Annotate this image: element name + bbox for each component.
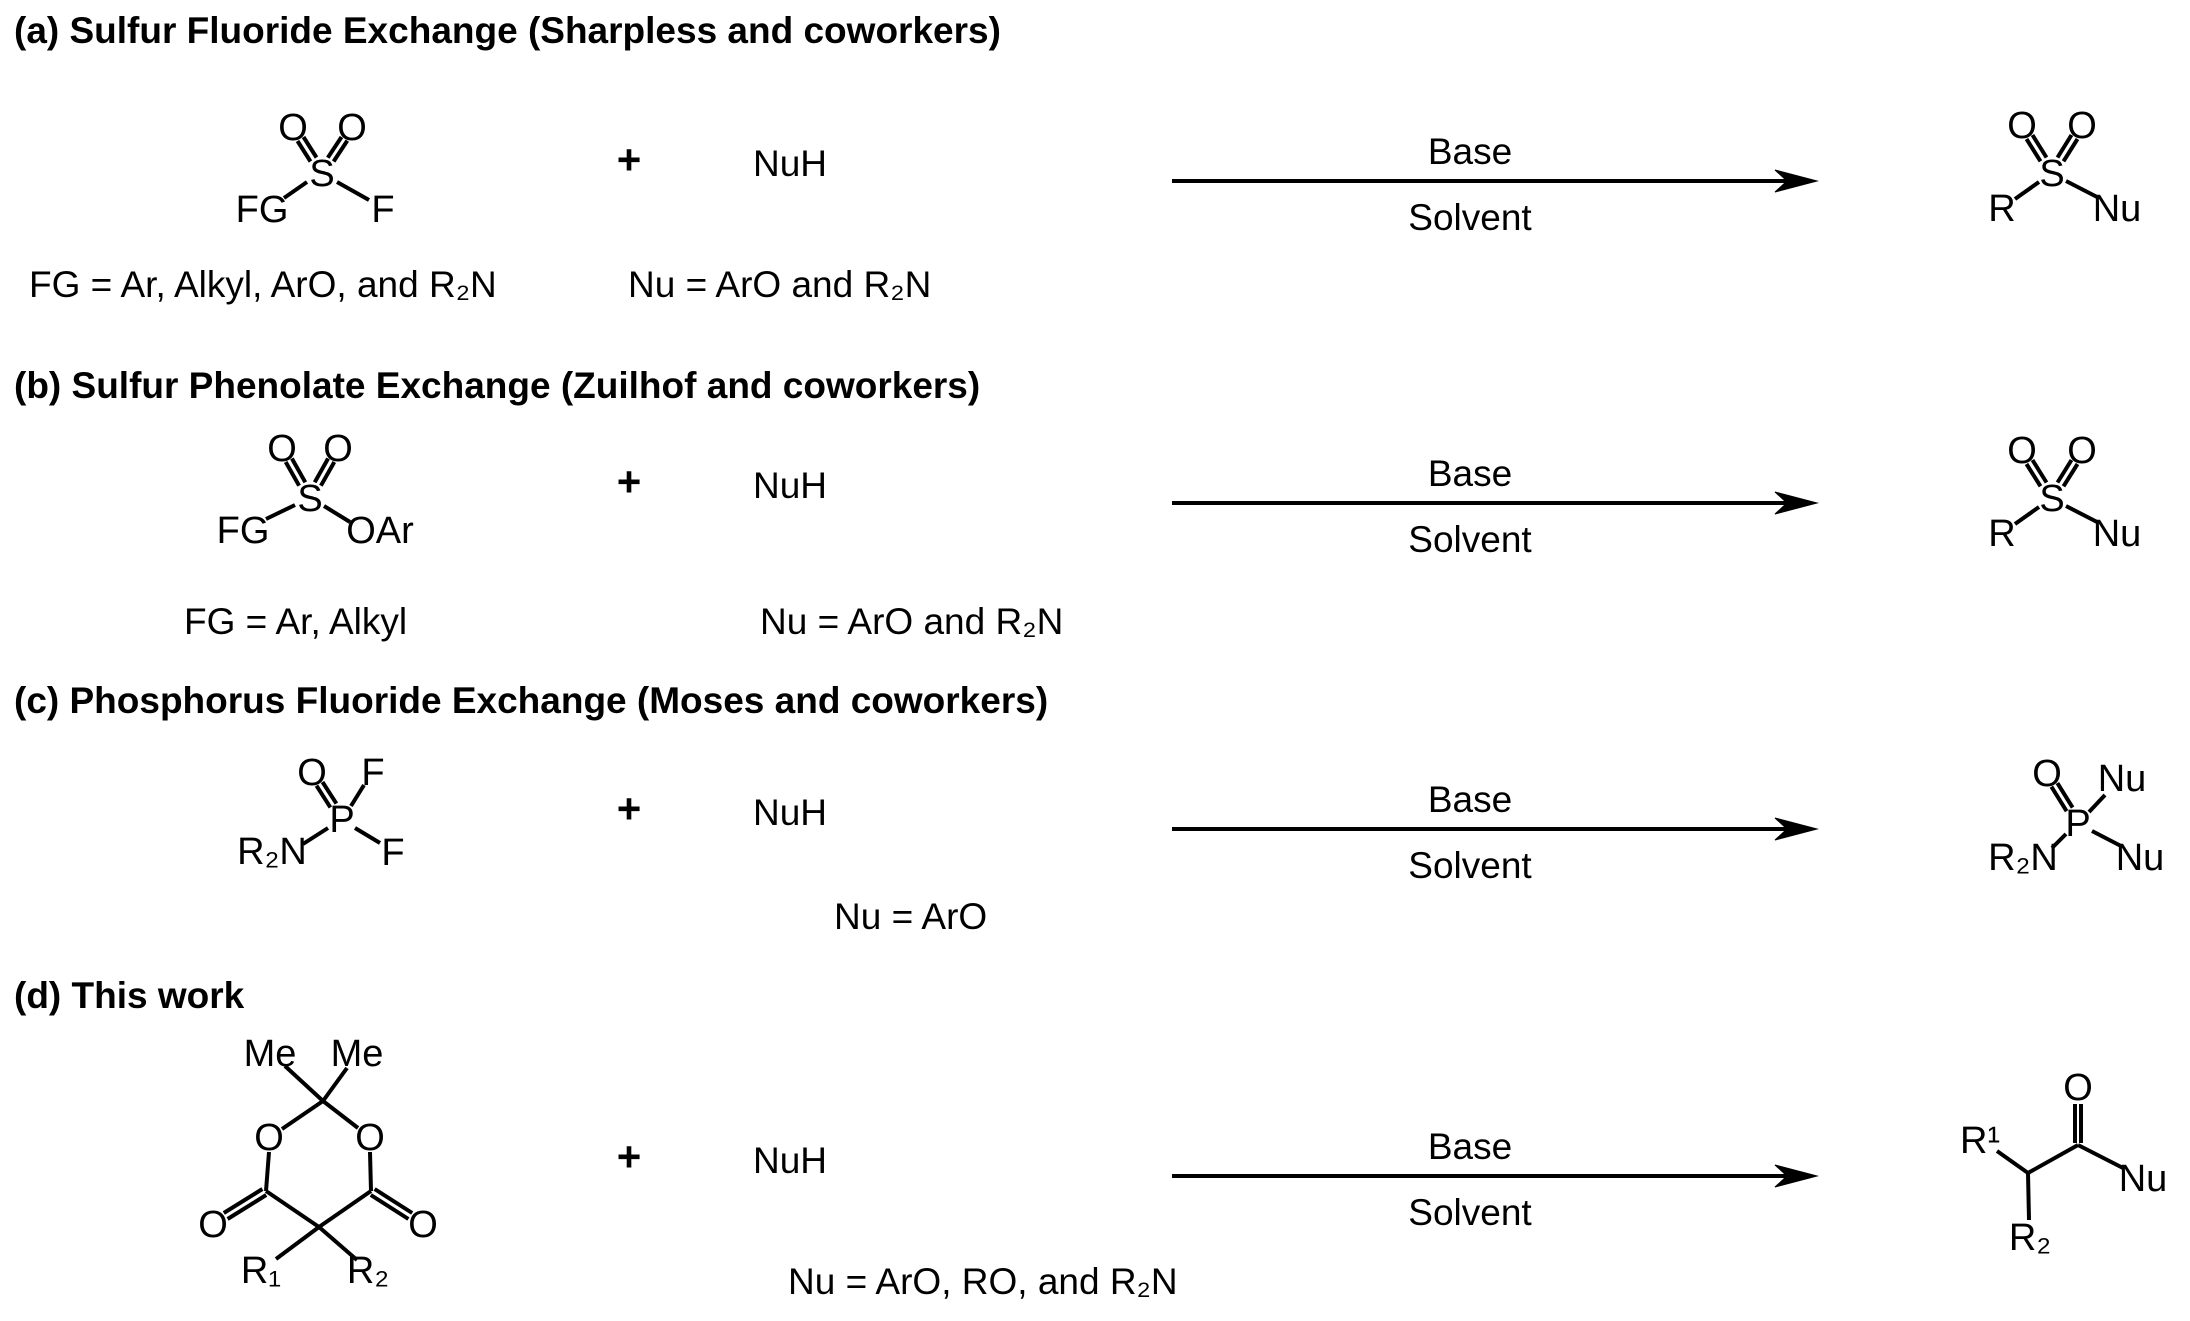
- bond-group: [2013, 133, 2100, 201]
- atom-phosphorus: P: [329, 799, 354, 841]
- nuh-label: NuH: [753, 143, 827, 184]
- atom-oxygen: O: [2007, 430, 2037, 472]
- atom-oxygen: O: [2007, 105, 2037, 147]
- atom-phosphorus: P: [2065, 803, 2090, 845]
- bond-group: [2049, 782, 2122, 850]
- group-r2n: R₂N: [1988, 837, 2058, 879]
- group-r2: R₂: [347, 1250, 389, 1292]
- arrow-label-base: Base: [1428, 1126, 1512, 1167]
- section-d-product-structure: R¹ O Nu R₂: [1960, 1067, 2167, 1259]
- atom-oxygen: O: [2067, 105, 2097, 147]
- atom-oxygen: O: [254, 1117, 284, 1159]
- atom-oxygen: O: [2067, 430, 2097, 472]
- plus-sign: +: [617, 136, 642, 183]
- fg-definition: FG = Ar, Alkyl, ArO, and R₂N: [29, 264, 497, 305]
- section-a-heading: (a) Sulfur Fluoride Exchange (Sharpless …: [14, 10, 1001, 51]
- section-b: (b) Sulfur Phenolate Exchange (Zuilhof a…: [14, 365, 2141, 642]
- arrow-head-icon: [1774, 491, 1819, 515]
- atom-oxygen: O: [323, 428, 353, 470]
- bond-group: [1995, 1104, 2124, 1221]
- atom-oxygen: O: [267, 428, 297, 470]
- section-a-product-structure: O O S R Nu: [1988, 105, 2141, 230]
- section-c-reaction-arrow: Base Solvent: [1172, 779, 1819, 886]
- nu-definition: Nu = ArO and R₂N: [760, 601, 1063, 642]
- section-b-product-structure: O O S R Nu: [1988, 430, 2141, 555]
- group-methyl: Me: [244, 1033, 297, 1075]
- plus-sign: +: [617, 458, 642, 505]
- arrow-label-base: Base: [1428, 131, 1512, 172]
- group-fg: FG: [217, 510, 270, 552]
- atom-sulfur: S: [2039, 478, 2064, 520]
- group-r1: R₁: [241, 1250, 281, 1292]
- arrow-head-icon: [1774, 169, 1819, 193]
- atom-oxygen: O: [2063, 1067, 2093, 1109]
- section-d: (d) This work Me Me O O: [14, 975, 2167, 1302]
- nuh-label: NuH: [753, 465, 827, 506]
- section-d-heading: (d) This work: [14, 975, 245, 1016]
- arrow-head-icon: [1774, 1164, 1819, 1188]
- atom-sulfur: S: [2039, 153, 2064, 195]
- group-r2n: R₂N: [237, 831, 307, 873]
- atom-sulfur: S: [309, 153, 334, 195]
- atom-fluorine: F: [361, 752, 384, 794]
- arrow-head-icon: [1774, 817, 1819, 841]
- arrow-label-solvent: Solvent: [1408, 197, 1532, 238]
- nuh-label: NuH: [753, 1140, 827, 1181]
- atom-sulfur: S: [297, 478, 322, 520]
- section-b-heading: (b) Sulfur Phenolate Exchange (Zuilhof a…: [14, 365, 980, 406]
- section-c-heading: (c) Phosphorus Fluoride Exchange (Moses …: [14, 680, 1048, 721]
- nu-definition: Nu = ArO, RO, and R₂N: [788, 1261, 1178, 1302]
- atom-oxygen: O: [278, 107, 308, 149]
- atom-oxygen: O: [408, 1204, 438, 1246]
- plus-sign: +: [617, 785, 642, 832]
- group-nu: Nu: [2098, 758, 2147, 800]
- arrow-label-base: Base: [1428, 453, 1512, 494]
- section-a-reaction-arrow: Base Solvent: [1172, 131, 1819, 238]
- bond-group: [2013, 458, 2100, 526]
- plus-sign: +: [617, 1133, 642, 1180]
- group-nu: Nu: [2116, 837, 2165, 879]
- section-a: (a) Sulfur Fluoride Exchange (Sharpless …: [14, 10, 2141, 305]
- arrow-label-solvent: Solvent: [1408, 1192, 1532, 1233]
- nu-definition: Nu = ArO and R₂N: [628, 264, 931, 305]
- bond-group: [222, 1064, 414, 1262]
- section-c: (c) Phosphorus Fluoride Exchange (Moses …: [14, 680, 2164, 937]
- arrow-label-base: Base: [1428, 779, 1512, 820]
- group-nu: Nu: [2119, 1158, 2168, 1200]
- atom-fluorine: F: [381, 832, 404, 874]
- group-r: R: [1988, 513, 2015, 555]
- bond-group: [301, 780, 382, 846]
- nuh-label: NuH: [753, 792, 827, 833]
- fg-definition: FG = Ar, Alkyl: [184, 601, 407, 642]
- group-nu: Nu: [2093, 513, 2142, 555]
- atom-oxygen: O: [355, 1117, 385, 1159]
- group-fg: FG: [236, 189, 289, 231]
- section-b-reaction-arrow: Base Solvent: [1172, 453, 1819, 560]
- section-b-reactant-structure: O O S FG OAr: [217, 428, 415, 552]
- atom-fluorine: F: [371, 189, 394, 231]
- nu-definition: Nu = ArO: [834, 896, 987, 937]
- bond-group: [282, 135, 370, 202]
- group-r: R: [1988, 188, 2015, 230]
- atom-oxygen: O: [2032, 753, 2062, 795]
- atom-oxygen: O: [297, 752, 327, 794]
- atom-oxygen: O: [337, 107, 367, 149]
- section-d-reactant-structure: Me Me O O O O R₁ R₂: [198, 1033, 438, 1292]
- arrow-label-solvent: Solvent: [1408, 845, 1532, 886]
- arrow-label-solvent: Solvent: [1408, 519, 1532, 560]
- section-c-reactant-structure: O F P R₂N F: [237, 752, 404, 874]
- group-methyl: Me: [331, 1033, 384, 1075]
- group-r2: R₂: [2009, 1217, 2051, 1259]
- group-r1: R¹: [1960, 1120, 2000, 1162]
- group-oar: OAr: [346, 510, 414, 552]
- section-c-product-structure: O Nu P R₂N Nu: [1988, 753, 2164, 879]
- section-a-reactant-structure: O O S FG F: [236, 107, 395, 231]
- section-d-reaction-arrow: Base Solvent: [1172, 1126, 1819, 1233]
- atom-oxygen: O: [198, 1204, 228, 1246]
- bond-group: [265, 457, 352, 524]
- group-nu: Nu: [2093, 188, 2142, 230]
